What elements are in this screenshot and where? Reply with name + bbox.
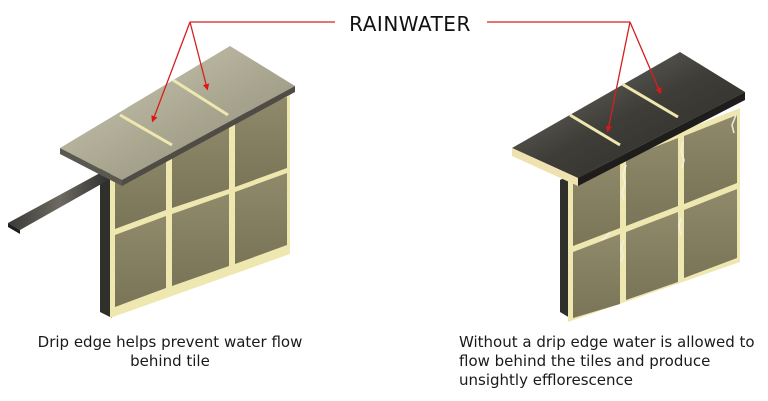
right-tile — [626, 212, 678, 300]
left-coping-joint — [119, 113, 173, 147]
right-caption: Without a drip edge water is allowed to … — [459, 333, 755, 389]
right-coping-front — [512, 148, 578, 186]
leader-left-a — [151, 21, 191, 123]
left-drip-edge-lip — [8, 223, 20, 234]
right-wall-assembly — [512, 52, 745, 322]
right-coping-right-edge — [578, 92, 745, 186]
right-coping-top — [512, 52, 745, 178]
left-tile — [235, 173, 287, 264]
left-tile — [115, 216, 166, 307]
right-coping-joint — [569, 113, 621, 147]
left-coping-joint — [172, 78, 229, 117]
right-tile — [626, 138, 678, 226]
rainwater-label: RAINWATER — [349, 12, 471, 36]
left-caption: Drip edge helps prevent water flow behin… — [37, 333, 303, 370]
right-tile — [684, 189, 737, 278]
right-coping-joint — [621, 82, 679, 119]
right-tile — [573, 234, 620, 318]
left-wall-side-edge — [100, 158, 112, 318]
right-tile — [684, 115, 737, 204]
left-tile — [235, 97, 287, 187]
rainwater-leaders — [151, 21, 662, 133]
left-wall-assembly — [8, 46, 295, 318]
left-coping-front — [60, 148, 122, 186]
leader-left-b — [189, 21, 210, 91]
left-tile — [172, 194, 229, 286]
left-drip-edge — [8, 173, 112, 230]
leader-right-a — [605, 21, 631, 133]
left-coping-right-edge — [122, 86, 295, 186]
left-coping-top — [60, 46, 295, 180]
leader-right-b — [629, 21, 662, 95]
right-wall-side-edge — [560, 175, 570, 318]
efflorescence-stains — [600, 114, 737, 263]
